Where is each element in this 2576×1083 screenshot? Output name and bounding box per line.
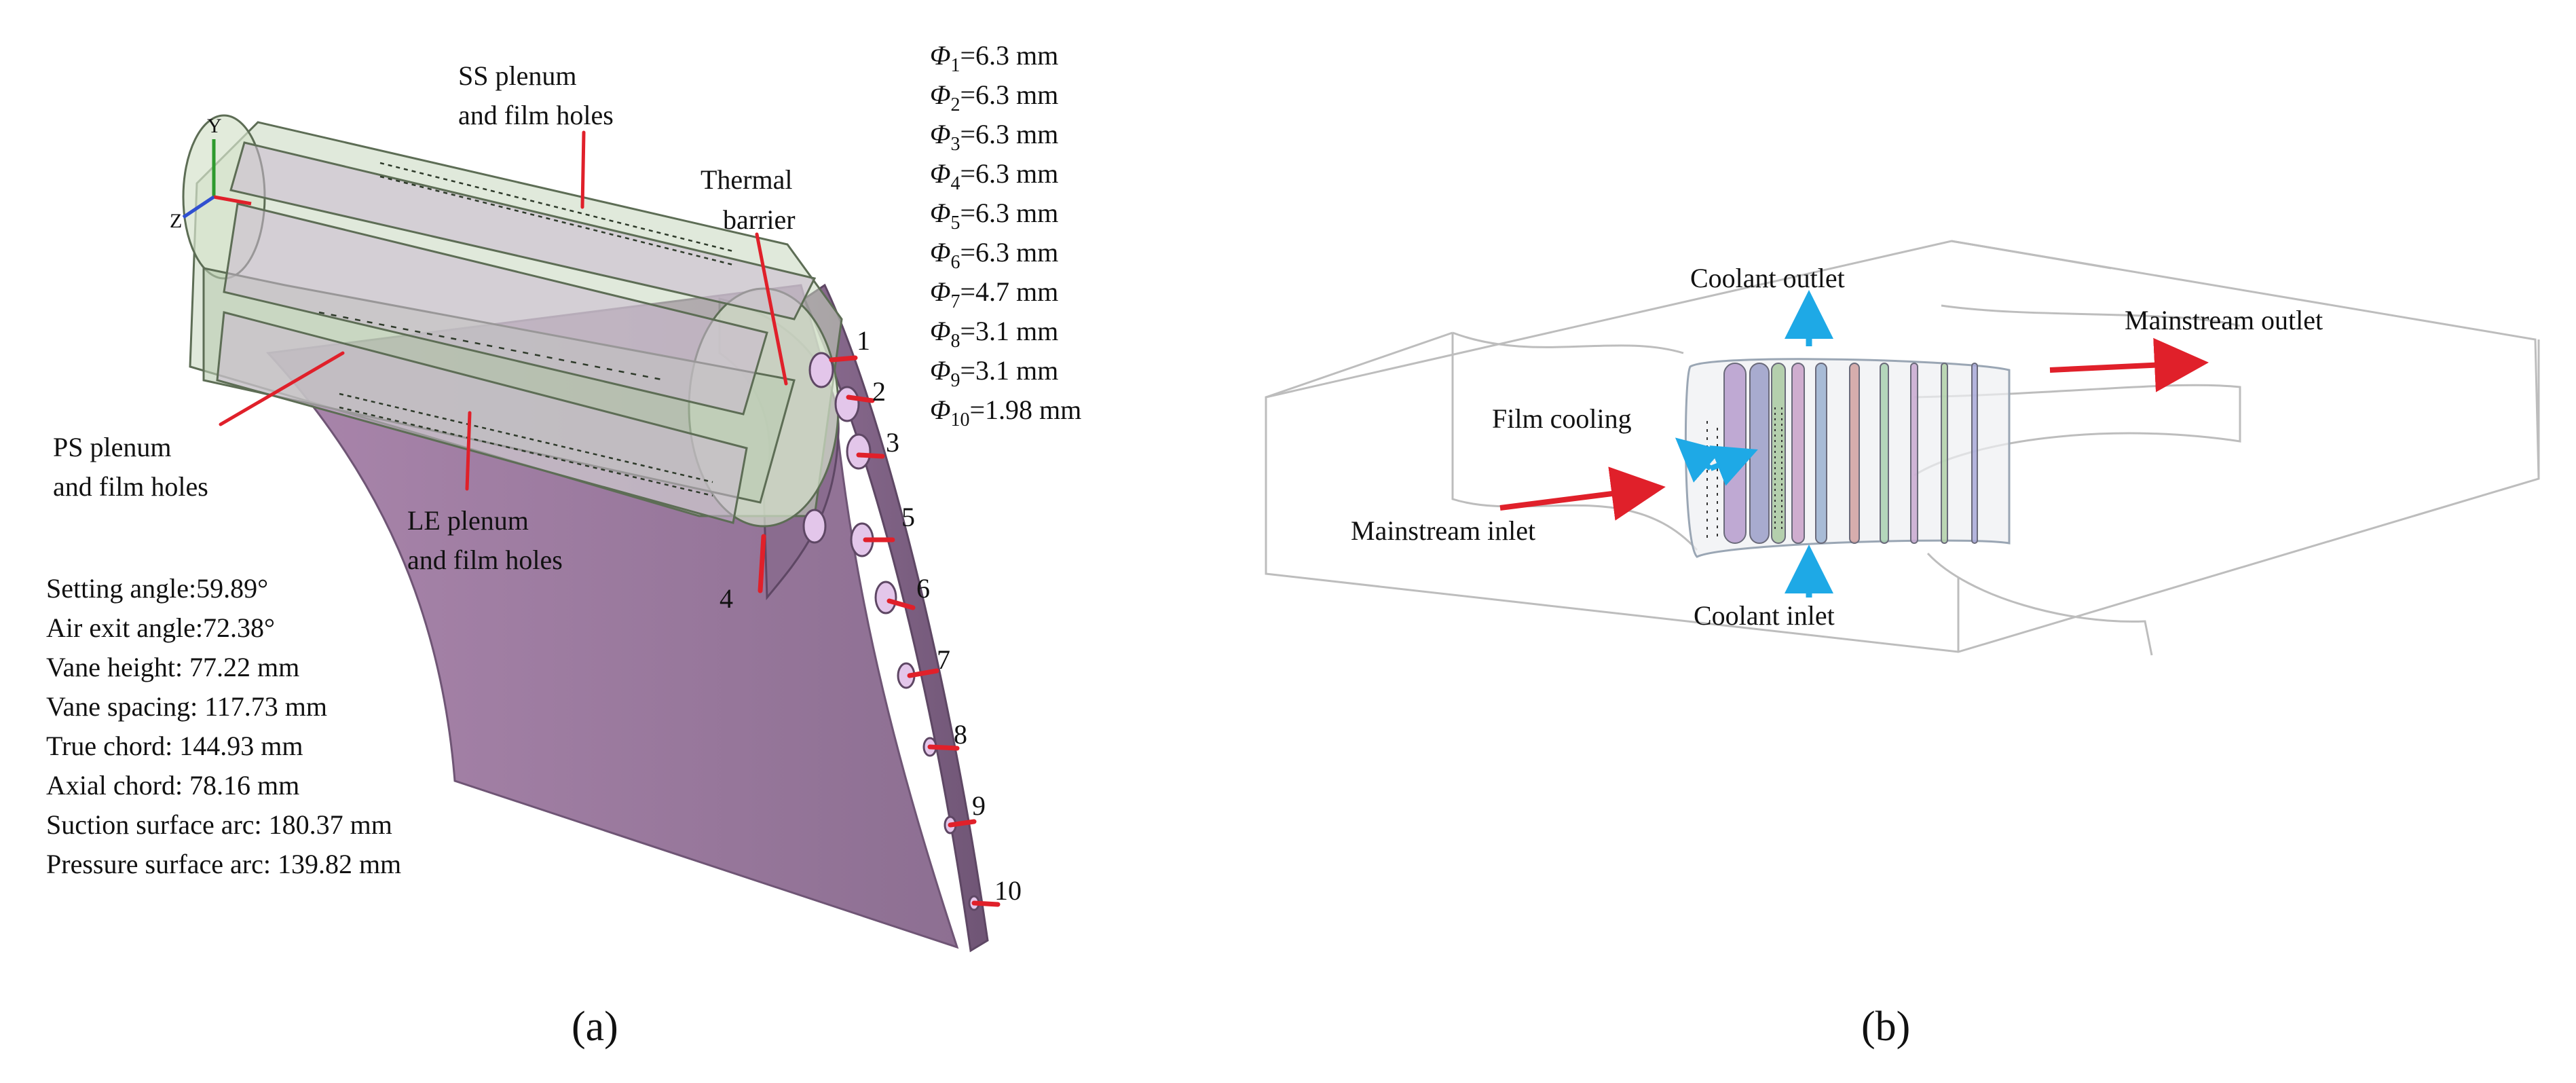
axis-y-label: Y	[207, 115, 222, 137]
callout-ss-line1: SS plenum	[458, 60, 576, 91]
geometry-item: True chord: 144.93 mm	[46, 731, 303, 761]
hole-number-4: 4	[720, 583, 733, 614]
diameter-item: Φ3=6.3 mm	[930, 119, 1058, 155]
label-coolant-inlet: Coolant inlet	[1694, 600, 1835, 631]
callout-ps-line1: PS plenum	[53, 432, 171, 462]
geometry-item: Vane height: 77.22 mm	[46, 652, 299, 682]
geometry-item: Axial chord: 78.16 mm	[46, 770, 299, 801]
hole-number-9: 9	[972, 790, 986, 821]
label-mainstream-inlet: Mainstream inlet	[1351, 515, 1535, 546]
cooling-tube	[1971, 363, 1978, 544]
diameter-item: Φ5=6.3 mm	[930, 198, 1058, 234]
callout-le-plenum: LE plenum and film holes	[407, 411, 563, 575]
cooling-tubes	[1723, 363, 1978, 544]
hole-number-1: 1	[857, 325, 870, 356]
diameter-item: Φ2=6.3 mm	[930, 79, 1058, 115]
label-mainstream-outlet: Mainstream outlet	[2125, 305, 2323, 335]
cooling-tube	[1771, 363, 1786, 544]
panel-a-label: (a)	[572, 1004, 618, 1050]
film-cooling-arrow-left	[1675, 437, 1723, 483]
callout-ss-line2: and film holes	[458, 100, 614, 130]
film-cooling-arrow-right	[1709, 445, 1758, 486]
label-coolant-outlet: Coolant outlet	[1690, 263, 1845, 293]
callout-le-line2: and film holes	[407, 545, 563, 575]
hole-number-5: 5	[901, 502, 915, 532]
mainstream-inlet-arrow	[1499, 466, 1666, 521]
hole-number-2: 2	[872, 376, 886, 407]
cooling-tube	[1791, 363, 1805, 544]
plenum-ducts	[216, 141, 817, 524]
mainstream-outlet-arrow	[2049, 337, 2209, 392]
callout-ss-plenum: SS plenum and film holes	[458, 60, 614, 209]
hole-leader-10	[971, 900, 1001, 907]
geometry-item: Vane spacing: 117.73 mm	[46, 691, 327, 722]
hole-leader-4	[758, 534, 766, 593]
label-film-cooling: Film cooling	[1492, 403, 1632, 434]
hole-leader-6	[886, 598, 916, 610]
geometry-item: Air exit angle:72.38°	[46, 612, 275, 643]
axis-triad: Y Z	[170, 115, 252, 232]
cooling-tube	[1910, 363, 1918, 544]
hole-leader-1	[829, 355, 858, 363]
hole-number-8: 8	[954, 719, 967, 750]
hole-number-6: 6	[916, 573, 930, 604]
callout-thermal-barrier: Thermal barrier	[701, 164, 796, 386]
geometry-parameters: Setting angle:59.89° Air exit angle:72.38…	[46, 573, 401, 879]
cooling-tube	[1880, 363, 1889, 544]
cooling-hole-2	[834, 386, 860, 422]
panel-a: Y Z 123 4 5 6 7 8 9 10 SS plenum and film holes…	[46, 40, 1081, 1050]
callout-ps-plenum: PS plenum and film holes	[53, 351, 345, 502]
callout-thermal-line2: barrier	[723, 204, 796, 235]
panel-b-label: (b)	[1861, 1004, 1910, 1050]
cooling-tube	[1749, 363, 1770, 544]
hole-leader-8	[927, 744, 960, 751]
diameter-item: Φ9=3.1 mm	[930, 355, 1058, 391]
diameter-item: Φ8=3.1 mm	[930, 316, 1058, 352]
diameter-item: Φ7=4.7 mm	[930, 276, 1058, 312]
cooling-tube	[1815, 363, 1827, 544]
cooling-hole-6	[874, 581, 897, 614]
vane-model	[1684, 358, 2011, 558]
axis-z-label: Z	[170, 210, 182, 232]
diameter-item: Φ4=6.3 mm	[930, 158, 1058, 194]
cooling-holes	[802, 352, 980, 911]
geometry-item: Suction surface arc: 180.37 mm	[46, 809, 392, 840]
cooling-tube	[1941, 363, 1948, 544]
diameter-item: Φ6=6.3 mm	[930, 237, 1058, 273]
geometry-item: Setting angle:59.89°	[46, 573, 268, 604]
cooling-hole-4	[802, 509, 827, 544]
callout-thermal-line1: Thermal	[701, 164, 793, 195]
callout-le-line1: LE plenum	[407, 505, 529, 536]
callout-ps-line2: and film holes	[53, 471, 208, 502]
panel-b: Coolant outlet Mainstream outlet Film co…	[1265, 240, 2540, 1050]
hole-leader-3	[856, 452, 885, 459]
geometry-item: Pressure surface arc: 139.82 mm	[46, 849, 401, 879]
hole-number-10: 10	[994, 875, 1022, 906]
diameter-item: Φ1=6.3 mm	[930, 40, 1058, 76]
domain-box	[1265, 240, 2540, 656]
cooling-hole-1	[808, 352, 834, 388]
vane-trailing-edge	[803, 283, 989, 953]
hole-leader-2	[846, 394, 875, 403]
hole-number-3: 3	[886, 427, 899, 458]
hole-number-labels: 123 4 5 6 7 8 9 10	[720, 325, 1022, 907]
cooling-hole-3	[846, 433, 872, 470]
cooling-tube	[1849, 363, 1860, 544]
film-hole-rows	[318, 162, 734, 497]
hole-leader-7	[907, 668, 939, 678]
hole-leader-9	[948, 819, 977, 828]
hole-number-7: 7	[937, 644, 950, 675]
diameter-item: Φ10=1.98 mm	[930, 394, 1081, 430]
